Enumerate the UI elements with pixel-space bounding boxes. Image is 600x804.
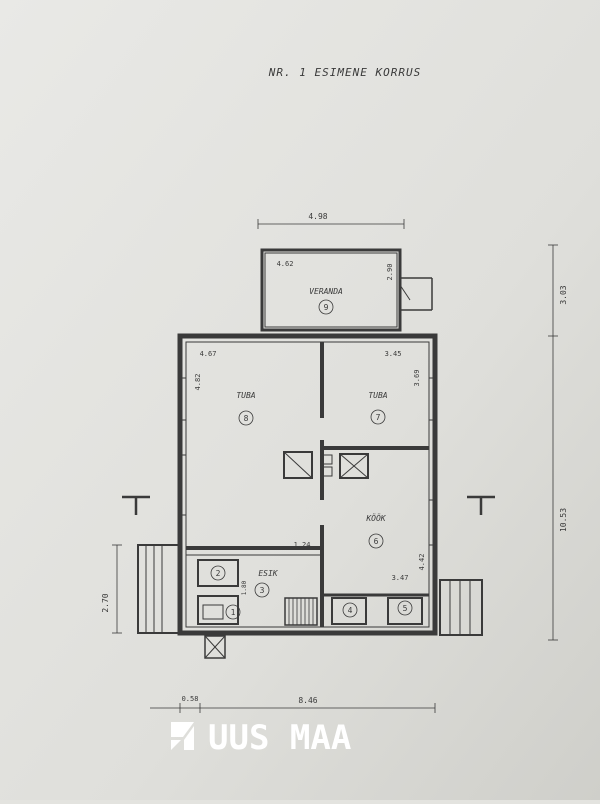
dim-kitchen-width: 3.47 [392,574,409,582]
room-name-tuba-8: TUBA [236,391,255,400]
section-marker-right [467,495,495,515]
room-name-esik: ESIK [258,569,278,578]
plan-title: NR. 1 ESIMENE KORRUS [268,66,421,79]
dim-room7-depth: 3.69 [413,370,421,387]
room-number-circle [368,533,384,549]
room-name-veranda: VERANDA [309,287,343,296]
dim-offset: 0.58 [182,695,199,703]
dimension-lines [112,219,558,713]
uus-maa-logo: UUS MAA [171,718,351,758]
dim-room8-width: 4.67 [200,350,217,358]
dim-total-depth: 10.53 [559,508,568,532]
house-walls [177,333,438,636]
dim-veranda-inner: 4.62 [277,260,294,268]
dim-veranda-total: 4.98 [308,212,327,221]
room-number-1: 1 [231,608,236,617]
section-marker-left [122,495,150,515]
room-number-circle [238,410,254,426]
dim-kitchen-depth: 4.42 [418,554,426,571]
room-number-7: 7 [376,413,381,422]
room-number-circle [225,604,241,620]
dim-room7-width: 3.45 [385,350,402,358]
room-number-circle [342,602,358,618]
dim-room8-depth: 4.82 [194,374,202,391]
dim-total-width: 8.46 [298,696,317,705]
dim-veranda-outer: 3.03 [559,285,568,304]
room-number-circle [370,409,386,425]
room-number-circle [210,565,226,581]
room-number-2: 2 [216,569,221,578]
room-number-8: 8 [244,414,249,423]
room-number-9: 9 [324,303,329,312]
room-number-6: 6 [374,537,379,546]
logo-text: UUS MAA [208,718,351,758]
entrance-steps-right [439,579,483,636]
room-name-kook: KÖÖK [365,513,386,523]
veranda [260,248,433,332]
entrance-steps-left [137,544,226,659]
dim-veranda-depth: 2.90 [386,264,394,281]
room-name-tuba-7: TUBA [368,391,387,400]
room-number-circle [397,600,413,616]
logo-mark-icon [171,722,194,750]
dim-esik-width: 1.24 [294,541,311,549]
room-number-circle [254,582,270,598]
dim-esik-depth: 1.80 [241,580,248,595]
room-number-3: 3 [260,586,265,595]
room-number-5: 5 [403,604,408,613]
dim-entrance-depth: 2.70 [101,593,110,612]
room-number-4: 4 [348,606,353,615]
room-number-circle [318,299,334,315]
